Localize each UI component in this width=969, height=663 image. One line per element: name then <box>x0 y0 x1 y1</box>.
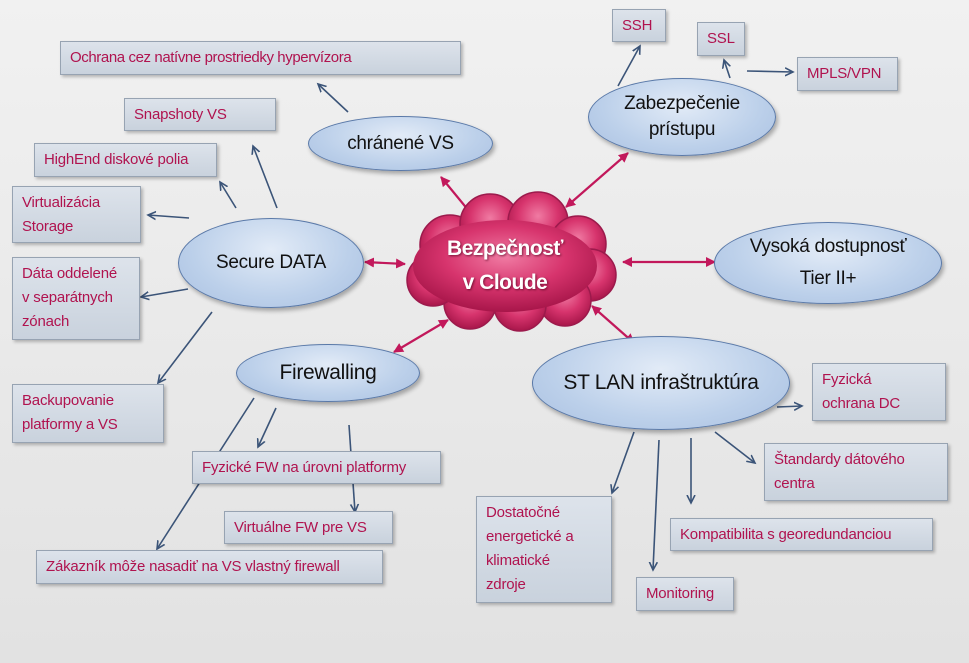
arrow-to-standardy <box>714 431 755 463</box>
center-label: Bezpečnosť v Cloude <box>447 237 563 294</box>
arrow-to-fyzicka-ochrana <box>776 406 802 407</box>
arrow-to-ssh <box>617 46 640 87</box>
connector-secure-data <box>364 257 406 269</box>
box-zakaznik-firewall: Zákazník môže nasadiť na VS vlastný fire… <box>36 550 383 584</box>
node-zabezpecenie-pristupu: Zabezpečenie prístupu <box>588 78 776 156</box>
box-backupovanie: Backupovanie platformy a VS <box>12 384 164 443</box>
box-mpls-vpn: MPLS/VPN <box>797 57 898 91</box>
arrow-to-ochrana <box>318 84 349 113</box>
box-ssh: SSH <box>612 9 666 42</box>
connector-zabezpecenie <box>565 152 629 208</box>
box-virtualne-fw: Virtuálne FW pre VS <box>224 511 393 544</box>
box-highend-diskove-polia: HighEnd diskové polia <box>34 143 217 177</box>
node-chranene-vs: chránené VS <box>308 116 493 171</box>
arrow-to-data-oddelene <box>141 288 189 297</box>
node-secure-data: Secure DATA <box>178 218 364 308</box>
node-st-lan-infrastruktura: ST LAN infraštruktúra <box>532 336 790 430</box>
box-standardy-datoveho-centra: Štandardy dátového centra <box>764 443 948 501</box>
box-snapshoty-vs: Snapshoty VS <box>124 98 276 131</box>
arrow-to-monitoring <box>653 439 660 570</box>
box-data-oddelene: Dáta oddelené v separátnych zónach <box>12 257 140 340</box>
node-firewalling: Firewalling <box>236 344 420 402</box>
arrow-to-fyzicke-fw <box>258 407 277 447</box>
arrow-to-snapshoty <box>253 146 278 209</box>
box-fyzicke-fw: Fyzické FW na úrovni platformy <box>192 451 441 484</box>
arrow-to-dostatocne <box>612 431 635 493</box>
box-monitoring: Monitoring <box>636 577 734 611</box>
connector-firewalling <box>393 319 449 353</box>
box-virtualizacia-storage: Virtualizácia Storage <box>12 186 141 243</box>
box-kompatibilita-georedundancia: Kompatibilita s georedundanciou <box>670 518 933 551</box>
box-dostatocne-zdroje: Dostatočné energetické a klimatické zdro… <box>476 496 612 603</box>
box-ssl: SSL <box>697 22 745 56</box>
box-fyzicka-ochrana-dc: Fyzická ochrana DC <box>812 363 946 421</box>
node-vysoka-dostupnost: Vysoká dostupnosť Tier II+ <box>714 222 942 304</box>
arrow-to-highend <box>220 182 237 209</box>
arrow-to-mpls <box>746 71 793 72</box>
box-ochrana-hypervizora: Ochrana cez natívne prostriedky hypervíz… <box>60 41 461 75</box>
arrow-to-ssl <box>724 60 730 79</box>
arrow-to-virtualizacia <box>148 215 190 218</box>
arrow-to-backup <box>158 311 213 383</box>
